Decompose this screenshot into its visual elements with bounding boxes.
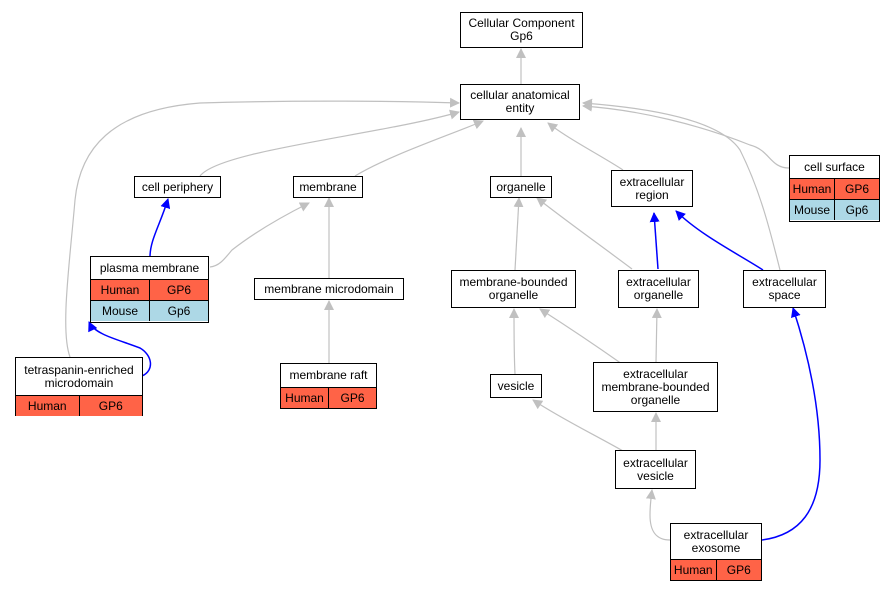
node-label: membrane microdomain: [264, 281, 394, 296]
edge-exosome-partof-ec-space: [761, 307, 821, 541]
node-plasma-membrane[interactable]: plasma membrane Human GP6 Mouse Gp6: [90, 256, 209, 323]
gene-cell: GP6: [715, 560, 762, 580]
node-tetraspanin-enriched-microdomain[interactable]: tetraspanin-enriched microdomain Human G…: [15, 357, 143, 416]
annotation-row-human: Human GP6: [281, 387, 376, 408]
node-label: Cellular Component Gp6: [468, 16, 575, 43]
node-extracellular-exosome[interactable]: extracellular exosome Human GP6: [670, 523, 762, 581]
node-label: organelle: [496, 179, 546, 194]
node-extracellular-space[interactable]: extracellular space: [743, 270, 826, 308]
gene-cell: GP6: [834, 179, 879, 199]
species-cell: Human: [27, 399, 67, 413]
gene-cell: GP6: [328, 388, 376, 408]
node-extracellular-region[interactable]: extracellular region: [611, 170, 693, 207]
node-label: extracellular exosome: [683, 527, 749, 555]
node-organelle[interactable]: organelle: [490, 176, 552, 198]
node-label: extracellular space: [752, 275, 817, 302]
edge-ec-organelle-partof-ec-region: [649, 212, 660, 270]
species-cell: Mouse: [101, 304, 139, 318]
species-cell: Mouse: [793, 203, 831, 217]
edge-ec-space-to-cae: [582, 98, 781, 271]
annotation-row-human: Human GP6: [91, 279, 208, 300]
species-cell: Human: [100, 283, 140, 297]
gene-cell: Gp6: [149, 301, 208, 321]
gene-cell: GP6: [149, 280, 208, 300]
gene-cell: GP6: [78, 396, 143, 416]
node-extracellular-organelle[interactable]: extracellular organelle: [618, 270, 699, 308]
node-cell-periphery[interactable]: cell periphery: [134, 176, 221, 198]
species-cell: Human: [673, 563, 713, 577]
edge-cell-surface-to-cae: [582, 101, 790, 169]
node-label: extracellular membrane-bounded organelle: [601, 366, 710, 407]
annotation-row-mouse: Mouse Gp6: [790, 199, 879, 220]
species-cell: Human: [285, 391, 324, 405]
edge-ec-space-partof-ec-region: [675, 210, 764, 271]
edge-ec-organelle-to-organelle: [536, 197, 633, 270]
gene-cell: Gp6: [834, 200, 879, 220]
node-label: membrane raft: [289, 368, 368, 382]
node-cell-surface[interactable]: cell surface Human GP6 Mouse Gp6: [789, 155, 880, 222]
node-cellular-anatomical-entity[interactable]: cellular anatomical entity: [460, 84, 580, 120]
node-membrane-raft[interactable]: membrane raft Human GP6: [280, 363, 377, 409]
node-label: extracellular vesicle: [623, 455, 688, 483]
node-membrane-microdomain[interactable]: membrane microdomain: [254, 278, 404, 300]
edge-cell-periphery-to-cae: [199, 109, 460, 177]
node-label: plasma membrane: [99, 260, 200, 275]
node-membrane[interactable]: membrane: [293, 176, 363, 198]
edge-tetraspanin-partof-plasma-membrane: [88, 321, 152, 377]
species-cell: Human: [792, 182, 832, 196]
node-label: vesicle: [497, 378, 535, 393]
edge-membrane-to-cae: [354, 119, 484, 177]
node-label: cellular anatomical entity: [470, 88, 570, 115]
node-vesicle[interactable]: vesicle: [490, 374, 542, 398]
edge-plasma-membrane-partof-cell-periphery: [149, 198, 171, 258]
edge-ec-vesicle-to-vesicle: [532, 399, 624, 452]
annotation-row-human: Human GP6: [671, 559, 761, 580]
node-cellular-component-root[interactable]: Cellular Component Gp6: [460, 12, 583, 48]
edge-ec-mbo-to-ec-organelle: [651, 308, 662, 363]
node-extracellular-membrane-bounded-organelle[interactable]: extracellular membrane-bounded organelle: [593, 362, 718, 412]
edge-exosome-to-ec-vesicle: [645, 489, 671, 541]
annotation-row-mouse: Mouse Gp6: [91, 300, 208, 321]
annotation-row-human: Human GP6: [790, 178, 879, 199]
node-membrane-bounded-organelle[interactable]: membrane-bounded organelle: [451, 270, 576, 308]
edge-tetraspanin-to-cae: [65, 97, 460, 358]
edge-vesicle-to-mbo: [509, 308, 520, 375]
node-label: extracellular region: [619, 174, 685, 202]
annotation-row-human: Human GP6: [16, 395, 142, 416]
node-label: cell periphery: [141, 179, 214, 194]
node-extracellular-vesicle[interactable]: extracellular vesicle: [615, 450, 696, 489]
node-label: cell surface: [804, 159, 865, 174]
edge-plasma-membrane-to-membrane: [209, 202, 310, 268]
edge-ec-region-to-cae: [547, 122, 624, 171]
node-label: membrane: [299, 179, 357, 194]
node-label: membrane-bounded organelle: [459, 275, 568, 302]
node-label: tetraspanin-enriched microdomain: [24, 362, 134, 390]
edge-mbo-to-organelle: [513, 197, 524, 271]
edge-ec-mbo-to-mbo: [539, 308, 623, 365]
node-label: extracellular organelle: [626, 275, 691, 302]
